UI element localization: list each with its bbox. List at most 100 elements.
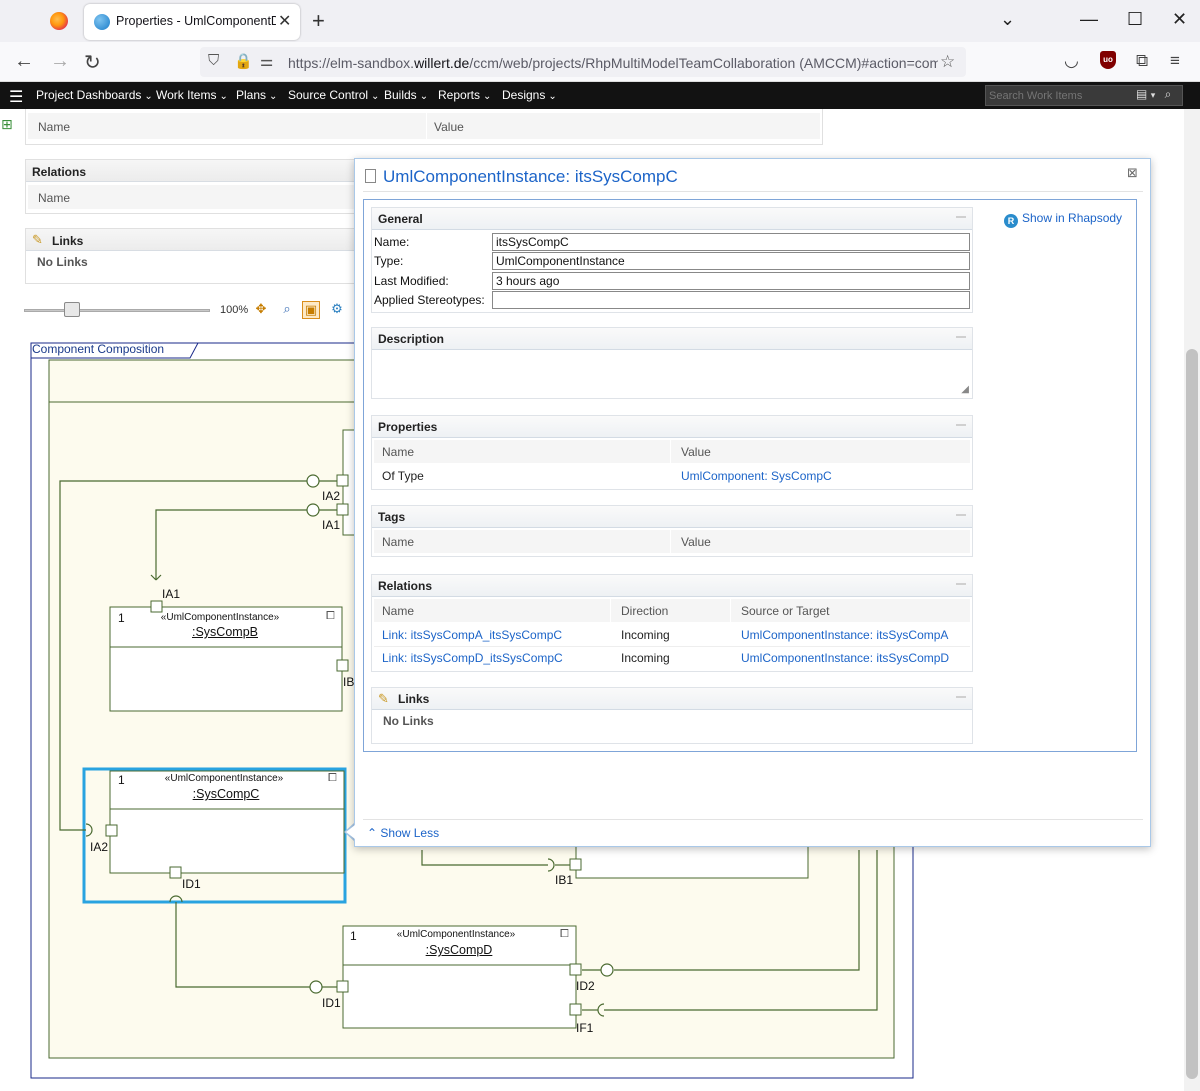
value-column-header: Value [434,120,464,134]
relation-name-link[interactable]: Link: itsSysCompA_itsSysCompC [382,628,563,642]
search-work-items-input[interactable] [986,86,1131,105]
maximize-button[interactable]: ☐ [1127,9,1144,29]
minimize-button[interactable]: — [1080,9,1098,29]
link-chain-icon: ✎ [378,691,389,706]
no-links-text: No Links [383,714,434,728]
browser-tab-active[interactable]: Properties - UmlComponentDiagram ✕ [84,4,300,40]
zoom-level-label: 100% [220,304,249,316]
relation-target-link[interactable]: UmlComponentInstance: itsSysCompA [741,628,949,642]
stereotype-label: «UmlComponentInstance» [396,929,516,940]
applied-stereotypes-field[interactable] [492,291,970,309]
hamburger-menu-icon[interactable]: ☰ [9,89,24,106]
syscompc-box[interactable] [109,770,345,874]
tags-table-header: Name Value [374,530,970,554]
properties-table-header: Name Value [374,440,970,464]
properties-section: Properties Name Value Of Type UmlCompone… [371,415,973,490]
link-chain-icon: ✎ [32,232,43,247]
property-name: Of Type [382,469,424,483]
ublock-icon[interactable]: uo [1100,51,1116,69]
url-bar[interactable]: ⛉ 🔒 ⚌ https://elm-sandbox.willert.de/ccm… [200,47,966,77]
connectors [59,480,878,1011]
forward-button[interactable]: → [50,50,70,72]
menu-work-items[interactable]: Work Items⌄ [156,88,228,102]
close-tab-icon[interactable]: ✕ [278,13,292,30]
property-value-link[interactable]: UmlComponent: SysCompC [681,469,832,483]
menu-source-control[interactable]: Source Control⌄ [288,88,380,102]
zoom-slider-track[interactable] [24,309,210,312]
show-less-link[interactable]: ⌃ Show Less [367,826,440,840]
back-button[interactable]: ← [14,50,34,72]
menu-reports[interactable]: Reports⌄ [438,88,492,102]
close-window-button[interactable]: ✕ [1172,9,1188,29]
zoom-slider-thumb[interactable] [64,302,80,317]
description-section: Description ◢ [371,327,973,399]
close-icon[interactable]: ⊠ [1127,165,1138,180]
page-scrollbar[interactable] [1184,109,1200,1091]
chevron-down-icon[interactable]: ▾ [1150,90,1156,100]
document-icon [365,169,376,183]
name-field[interactable] [492,233,970,251]
relation-target-link[interactable]: UmlComponentInstance: itsSysCompD [741,651,950,665]
layout-icon[interactable]: ⚙ [331,301,343,316]
port-label: IA2 [90,840,109,854]
component-icon: ⧠ [328,772,337,784]
syscompd-box[interactable] [342,925,577,1029]
properties-section-title: Properties [372,416,972,438]
menu-icon[interactable]: ≡ [1170,51,1180,70]
properties-table-panel: Name Value [25,109,823,145]
component-icon: ⧠ [560,928,569,940]
bookmark-star-icon[interactable]: ☆ [940,52,956,71]
tab-list-chevron-icon[interactable]: ⌄ [1000,9,1016,29]
relation-name-link[interactable]: Link: itsSysCompD_itsSysCompC [382,651,563,665]
table-row: Link: itsSysCompD_itsSysCompC Incoming U… [374,646,970,670]
type-field[interactable] [492,252,970,270]
value-column-header: Value [681,535,711,549]
menu-builds[interactable]: Builds⌄ [384,88,429,102]
port-label: IB [343,675,355,689]
port-label: IB1 [555,873,574,887]
relations-table-header: Name Direction Source or Target [374,599,970,623]
shield-icon[interactable]: ⛉ [208,52,220,69]
resize-handle-icon[interactable]: ◢ [961,384,969,395]
table-row: Link: itsSysCompA_itsSysCompC Incoming U… [374,623,970,647]
last-modified-field[interactable] [492,272,970,290]
search-icon[interactable]: ⌕ [1164,87,1172,101]
zoom-icon[interactable]: ⌕ [283,301,291,316]
lock-icon[interactable]: 🔒 [234,53,253,70]
name-column-header: Name [38,120,71,134]
menu-plans[interactable]: Plans⌄ [236,88,278,102]
multiplicity: 1 [350,929,357,943]
popup-title[interactable]: UmlComponentInstance: itsSysCompC [383,167,678,186]
fit-diagram-icon[interactable]: ✥ [255,301,267,316]
syscompb-box[interactable] [109,606,343,712]
chevron-down-icon: ⌄ [269,91,278,102]
port-label: IA2 [322,489,341,503]
chevron-down-icon: ⌄ [144,91,153,102]
applied-stereotypes-label: Applied Stereotypes: [374,293,485,307]
dashboard-grid-icon[interactable]: ⊞ [1,116,13,132]
permissions-icon[interactable]: ⚌ [260,53,274,70]
links-section-title: ✎ Links [372,688,972,710]
new-tab-button[interactable]: + [312,8,325,33]
pocket-icon[interactable]: ◡ [1064,51,1079,70]
extensions-icon[interactable]: ⧉ [1136,51,1149,70]
menu-designs[interactable]: Designs⌄ [502,88,557,102]
name-column-header: Name [382,445,415,459]
relation-direction: Incoming [621,628,670,642]
name-label: Name: [374,235,410,249]
url-text[interactable]: https://elm-sandbox.willert.de/ccm/web/p… [288,55,938,71]
links-panel-title: ✎ Links [26,229,364,251]
firefox-icon[interactable] [50,12,68,30]
search-type-icon[interactable]: ▤ [1136,87,1148,101]
scrollbar-thumb[interactable] [1186,349,1198,1079]
port-label: IA1 [322,518,341,532]
stereotype-label: «UmlComponentInstance» [164,773,284,784]
select-area-icon[interactable]: ▣ [302,301,320,319]
menu-project-dashboards[interactable]: Project Dashboards⌄ [36,88,153,102]
reload-button[interactable]: ↻ [84,52,101,74]
rhapsody-icon: R [1004,214,1018,228]
component-name: :SysCompD [425,943,493,957]
description-section-title: Description [372,328,972,350]
